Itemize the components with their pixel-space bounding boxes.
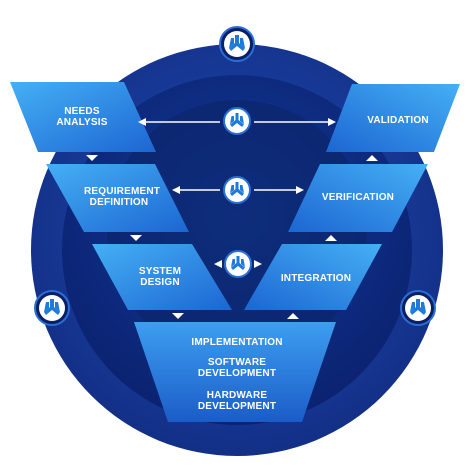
label-line: SYSTEM bbox=[138, 266, 182, 277]
panel-integration bbox=[244, 244, 382, 310]
triangle-marker-icon bbox=[172, 313, 184, 319]
label-line: DEVELOPMENT bbox=[197, 401, 277, 412]
label-needs-analysis: NEEDS ANALYSIS bbox=[52, 106, 112, 128]
label-line: SOFTWARE bbox=[207, 357, 267, 368]
label-system-design: SYSTEM DESIGN bbox=[130, 266, 190, 288]
triangle-marker-icon bbox=[86, 155, 98, 161]
logo-badge-icon bbox=[34, 290, 70, 326]
panel-validation bbox=[326, 84, 460, 152]
logo-badge-icon bbox=[223, 107, 251, 135]
label-integration: INTEGRATION bbox=[280, 273, 352, 284]
label-line: DESIGN bbox=[140, 277, 180, 288]
double-arrow-icon bbox=[172, 186, 304, 194]
double-arrow-icon bbox=[214, 260, 262, 268]
label-line: DEVELOPMENT bbox=[197, 368, 277, 379]
panel-verification bbox=[288, 164, 428, 232]
triangle-marker-icon bbox=[325, 235, 337, 241]
panel-requirement-definition bbox=[46, 164, 189, 232]
triangle-marker-icon bbox=[366, 155, 378, 161]
triangle-marker-icon bbox=[130, 235, 142, 241]
panel-needs-analysis bbox=[10, 82, 156, 152]
logo-badge-icon bbox=[400, 290, 436, 326]
triangle-marker-icon bbox=[287, 313, 299, 319]
logo-badge-icon bbox=[224, 250, 252, 278]
logo-badge-icon bbox=[223, 176, 251, 204]
label-line: ANALYSIS bbox=[56, 117, 108, 128]
label-line: DEFINITION bbox=[89, 197, 149, 208]
label-implementation: IMPLEMENTATION bbox=[191, 337, 283, 348]
label-software-development: SOFTWARE DEVELOPMENT bbox=[187, 357, 287, 379]
label-validation: VALIDATION bbox=[367, 115, 429, 126]
logo-badge-icon bbox=[219, 26, 255, 62]
label-hardware-development: HARDWARE DEVELOPMENT bbox=[187, 390, 287, 412]
double-arrow-icon bbox=[138, 118, 336, 126]
label-line: REQUIREMENT bbox=[84, 186, 161, 197]
panel-system-design bbox=[92, 244, 232, 310]
label-requirement-definition: REQUIREMENT DEFINITION bbox=[84, 186, 161, 208]
label-line: NEEDS bbox=[64, 106, 100, 117]
panel-implementation bbox=[134, 322, 336, 422]
label-line: HARDWARE bbox=[206, 390, 268, 401]
label-verification: VERIFICATION bbox=[321, 192, 395, 203]
